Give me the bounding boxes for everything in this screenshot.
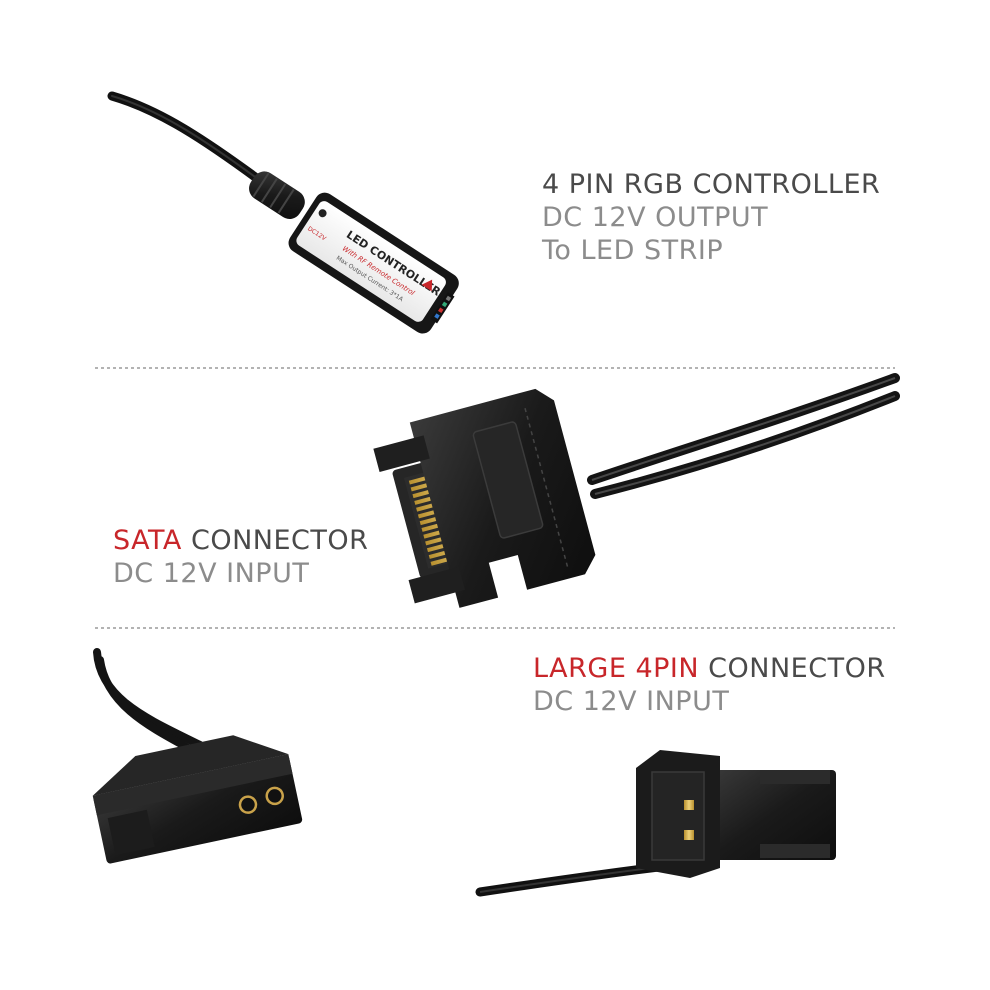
controller-caption-title: 4 PIN RGB CONTROLLER — [542, 169, 881, 200]
controller-caption-target: To LED STRIP — [542, 235, 724, 266]
controller-caption: 4 PIN RGB CONTROLLER DC 12V OUTPUT To LE… — [542, 168, 880, 267]
molex-caption-input: DC 12V INPUT — [533, 686, 730, 717]
rgb-controller-image: LED CONTROLLER With RF Remote Control Ma… — [107, 91, 459, 334]
sata-caption-title: CONNECTOR — [181, 525, 369, 556]
controller-caption-output: DC 12V OUTPUT — [542, 202, 769, 233]
molex-connector-left-image — [92, 648, 303, 864]
molex-caption-highlight: LARGE 4PIN — [533, 653, 700, 684]
sata-caption-input: DC 12V INPUT — [113, 558, 310, 589]
sata-caption: SATA CONNECTOR DC 12V INPUT — [113, 524, 368, 590]
molex-caption-title: CONNECTOR — [699, 653, 886, 684]
molex-caption: LARGE 4PIN CONNECTOR DC 12V INPUT — [533, 652, 886, 718]
sata-caption-highlight: SATA — [113, 525, 182, 556]
sata-connector-image — [373, 373, 900, 608]
molex-connector-right-image — [475, 750, 836, 897]
